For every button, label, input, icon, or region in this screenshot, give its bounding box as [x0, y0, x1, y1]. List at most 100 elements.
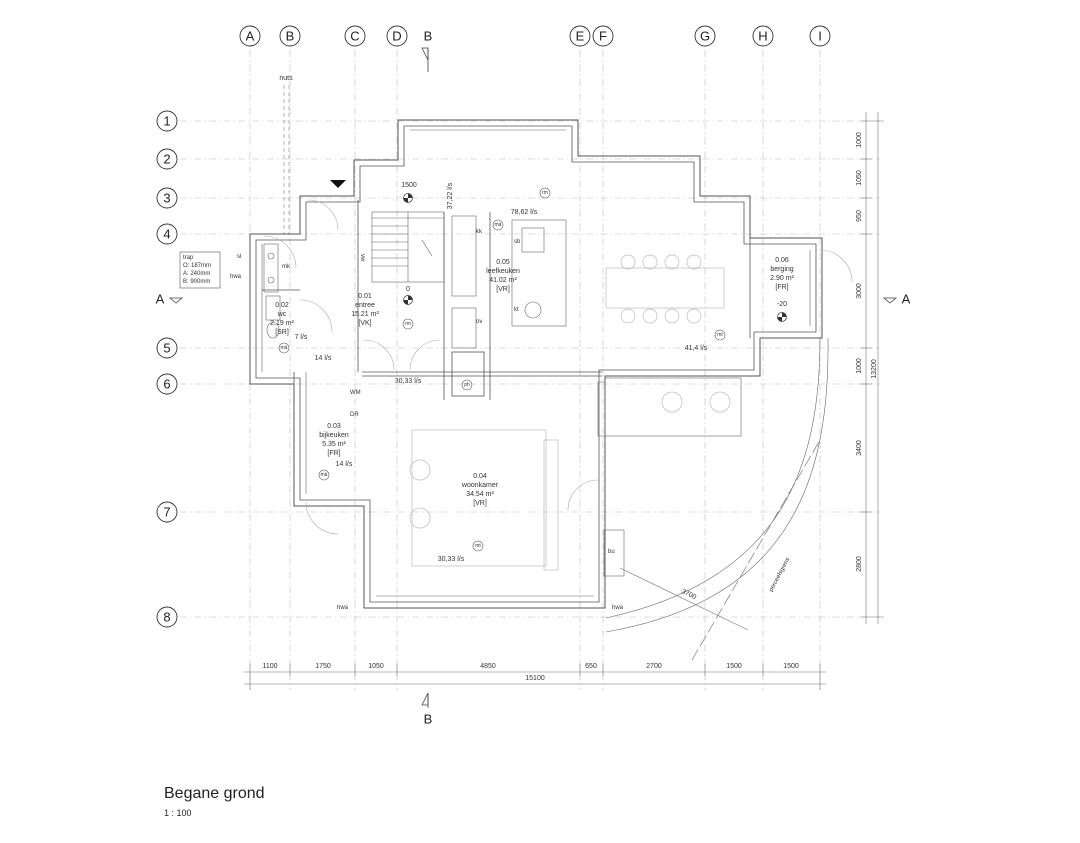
svg-text:[VR]: [VR]	[473, 500, 487, 507]
svg-text:0.05: 0.05	[496, 259, 510, 266]
svg-text:13200: 13200	[871, 359, 878, 379]
grid-row-bubbles: 1 2 3 4 5 6 7 8	[156, 110, 178, 628]
svg-text:4: 4	[163, 227, 170, 242]
room-label-entree: 0.01 entree 15.21 m² [VK]	[351, 293, 379, 327]
doors	[263, 199, 853, 535]
svg-text:kt: kt	[514, 307, 519, 313]
grid-lines	[180, 50, 880, 690]
svg-text:41.02 m²: 41.02 m²	[489, 277, 517, 284]
grid-bubble-8: 8	[156, 606, 178, 628]
svg-text:[VK]: [VK]	[358, 320, 371, 327]
svg-text:950: 950	[856, 210, 863, 222]
svg-text:3700: 3700	[680, 588, 697, 601]
svg-text:2,19 m²: 2,19 m²	[270, 320, 294, 327]
dimension-bottom: 1100 1750 1050 4850 650 2700 1500 1500 1…	[244, 663, 826, 690]
dimension-right: 1000 1050 950 3000 1000 3400 2800 13200	[856, 112, 884, 624]
flow-14a: 14 l/s	[315, 355, 332, 362]
ventilation-flows: 37,22 l/s 78,62 l/s 41,4 l/s 7 l/s 14 l/…	[295, 182, 708, 563]
building-walls	[249, 119, 823, 609]
svg-text:[VR]: [VR]	[496, 286, 510, 293]
grid-bubble-f: F	[592, 25, 614, 47]
svg-text:1500: 1500	[401, 182, 417, 189]
section-a-right-label: A	[902, 292, 911, 307]
svg-text:2700: 2700	[646, 663, 662, 670]
grid-bubble-d: D	[386, 25, 408, 47]
svg-text:A: A	[246, 29, 255, 44]
svg-text:kk: kk	[476, 229, 483, 235]
svg-text:C: C	[350, 29, 359, 44]
room-label-leefkeuken: 0.05 leefkeuken 41.02 m² [VR]	[486, 259, 520, 293]
utility-nuts: nuts	[279, 75, 293, 234]
svg-text:wc: wc	[277, 311, 287, 318]
svg-text:bijkeuken: bijkeuken	[319, 432, 349, 439]
fixture-labels: sl hwa mk vw kk sb ov kt WM DR bu hwa hw…	[230, 229, 791, 611]
svg-text:H: H	[758, 29, 767, 44]
grid-bubble-7: 7	[156, 501, 178, 523]
section-b-top-label: B	[424, 29, 433, 44]
svg-text:ov: ov	[476, 319, 482, 325]
drawing-scale: 1 : 100	[164, 808, 192, 818]
room-label-berging: 0.06 berging 2.90 m² [FR]	[770, 257, 794, 291]
section-a-left-label: A	[156, 292, 165, 307]
svg-text:berging: berging	[770, 266, 793, 273]
svg-text:B: 900mm: B: 900mm	[183, 279, 210, 285]
svg-text:rm: rm	[542, 190, 548, 196]
svg-text:0: 0	[406, 286, 410, 293]
svg-text:6: 6	[163, 377, 170, 392]
sanitary-fixtures	[263, 243, 281, 339]
svg-text:0.01: 0.01	[358, 293, 372, 300]
grid-bubble-g: G	[694, 25, 716, 47]
svg-text:3: 3	[163, 191, 170, 206]
level-markers: 1500 0 -20	[401, 182, 787, 322]
svg-text:nuts: nuts	[279, 75, 293, 82]
svg-text:D: D	[392, 29, 401, 44]
svg-text:[SR]: [SR]	[275, 329, 289, 336]
svg-text:E: E	[576, 29, 585, 44]
grid-bubble-3: 3	[156, 187, 178, 209]
room-label-wc: 0.02 wc 2,19 m² [SR]	[270, 302, 294, 336]
svg-text:G: G	[700, 29, 710, 44]
svg-text:2800: 2800	[856, 556, 863, 572]
svg-text:[FR]: [FR]	[327, 450, 340, 457]
svg-text:7: 7	[163, 505, 170, 520]
svg-text:hwa: hwa	[612, 605, 624, 611]
svg-text:B: B	[286, 29, 295, 44]
svg-text:1000: 1000	[856, 358, 863, 374]
svg-text:woonkamer: woonkamer	[461, 482, 499, 489]
svg-text:1500: 1500	[783, 663, 799, 670]
svg-text:1100: 1100	[262, 663, 277, 670]
svg-text:34.54 m²: 34.54 m²	[466, 491, 494, 498]
svg-text:ph: ph	[464, 382, 470, 388]
equipment-tags: rm mä mä rm mt mä mt ph	[278, 187, 726, 552]
svg-text:I: I	[818, 29, 822, 44]
svg-text:bu: bu	[608, 549, 615, 555]
grid-bubble-a: A	[239, 25, 261, 47]
grid-column-bubbles: A B C D E F G H I	[239, 25, 831, 47]
section-b-top-arrow	[421, 47, 429, 61]
svg-text:mä: mä	[495, 222, 502, 228]
grid-bubble-e: E	[569, 25, 591, 47]
svg-text:[FR]: [FR]	[775, 284, 788, 291]
svg-text:mk: mk	[282, 264, 291, 270]
svg-text:O: 187mm: O: 187mm	[183, 263, 211, 269]
svg-text:trap: trap	[183, 255, 194, 261]
svg-text:1750: 1750	[315, 663, 331, 670]
grid-bubble-6: 6	[156, 373, 178, 395]
drawing-title: Begane grond	[164, 785, 265, 802]
svg-text:5: 5	[163, 341, 170, 356]
svg-text:2: 2	[163, 152, 170, 167]
grid-bubble-1: 1	[156, 110, 178, 132]
room-label-woonkamer: 0.04 woonkamer 34.54 m² [VR]	[461, 473, 499, 507]
svg-text:650: 650	[585, 663, 597, 670]
flow-14b: 14 l/s	[336, 461, 353, 468]
kitchen-furniture	[451, 215, 725, 349]
svg-text:1000: 1000	[856, 132, 863, 148]
dining-table	[605, 267, 725, 309]
section-a-right-arrow	[882, 297, 898, 304]
svg-text:mt: mt	[475, 543, 481, 549]
svg-text:-20: -20	[777, 301, 787, 308]
section-b-bottom-arrow	[421, 692, 429, 706]
svg-text:hwa: hwa	[337, 605, 349, 611]
grid-bubble-b: B	[279, 25, 301, 47]
svg-text:1500: 1500	[726, 663, 742, 670]
